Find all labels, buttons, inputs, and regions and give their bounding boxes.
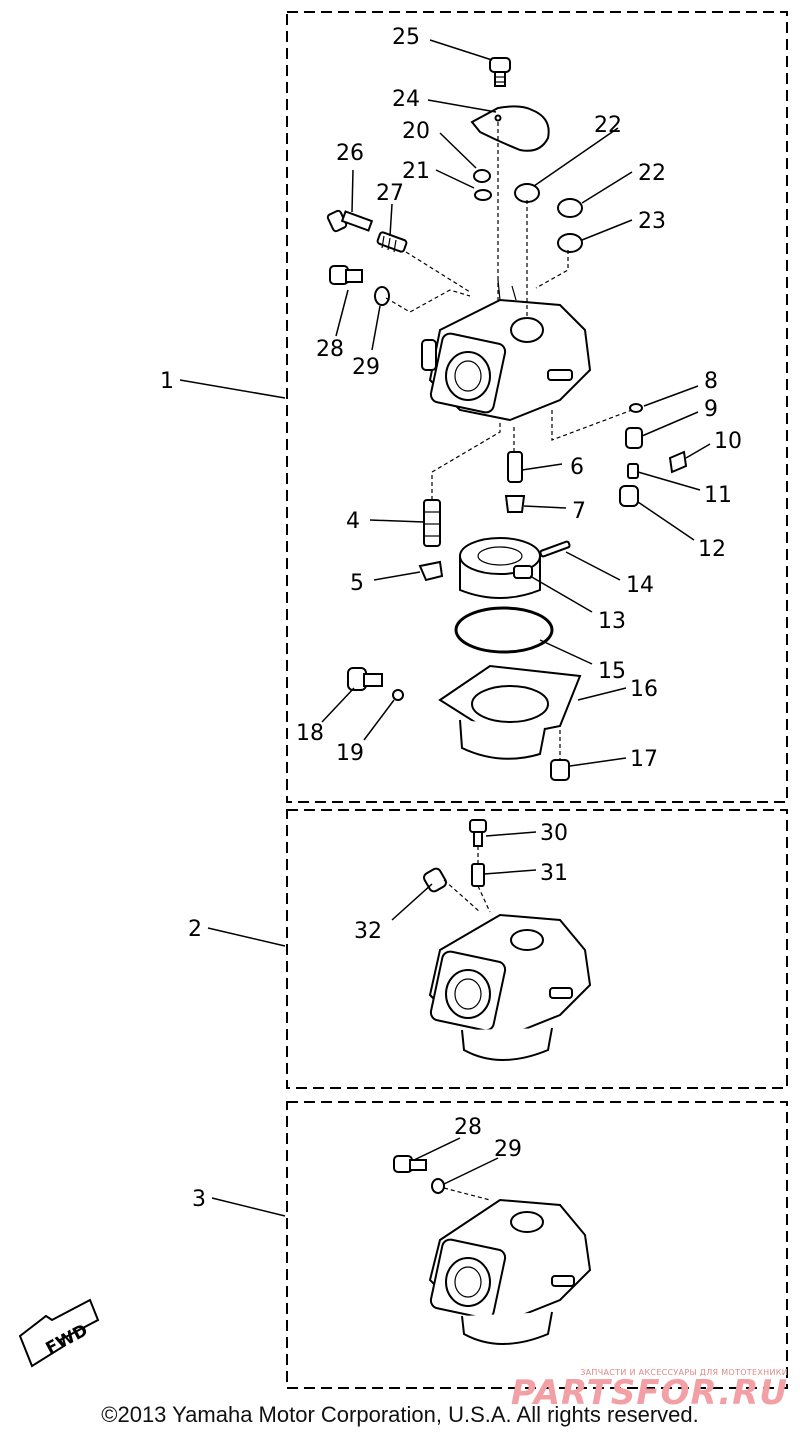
callout-23: 23 [638,209,666,234]
group-box-1 [286,11,788,803]
callout-24: 24 [392,87,420,112]
part-4-emulsion [423,499,441,547]
callout-31: 31 [540,861,568,886]
part-12-screw [619,485,639,507]
part-29-washer-b [431,1178,445,1194]
callout-29a: 29 [352,355,380,380]
part-16-float-chamber [438,664,582,760]
carburetor-body-2 [428,913,592,1061]
callout-1: 1 [160,369,174,394]
callout-7: 7 [572,499,586,524]
callout-25: 25 [392,25,420,50]
part-30-screw [469,819,487,847]
part-8-ring [629,403,643,413]
group-box-3 [286,1101,788,1389]
part-19-ring [392,689,404,701]
part-6-jet [507,451,523,483]
callout-18: 18 [296,721,324,746]
part-11-spring [627,463,639,479]
watermark-tagline: ЗАПЧАСТИ И АКСЕССУАРЫ ДЛЯ МОТОТЕХНИКИ [580,1368,788,1377]
part-24-plate [470,105,550,152]
callout-20: 20 [402,119,430,144]
part-27-spring [376,231,408,253]
callout-2: 2 [188,917,202,942]
leader-lines [179,39,711,1217]
part-26-screw [326,209,374,233]
part-14-pin [539,540,571,558]
callout-17: 17 [630,747,658,772]
part-28-screw-b [393,1155,427,1173]
callout-10: 10 [714,429,742,454]
callout-4: 4 [346,509,360,534]
callout-3: 3 [192,1187,206,1212]
part-31-spring [471,863,485,887]
callout-32: 32 [354,919,382,944]
fwd-arrow: FWD [18,1298,100,1368]
part-9-valve [625,427,643,449]
callouts: 1 2 3 4 5 6 7 8 9 10 11 12 13 14 15 16 1… [160,25,742,1212]
part-5-jet [418,560,444,582]
copyright-notice: ©2013 Yamaha Motor Corporation, U.S.A. A… [101,1402,699,1427]
callout-5: 5 [350,571,364,596]
part-17-screw [550,759,570,781]
callout-13: 13 [598,609,626,634]
part-22-plug-b [557,198,583,218]
part-29-washer [374,286,390,306]
callout-14: 14 [626,573,654,598]
callout-8: 8 [704,369,718,394]
callout-29b: 29 [494,1137,522,1162]
callout-28a: 28 [316,337,344,362]
callout-30: 30 [540,821,568,846]
watermark-brand: PARTSFOR.RU [510,1373,788,1413]
part-15-oring [454,606,554,654]
callout-26: 26 [336,141,364,166]
callout-19: 19 [336,741,364,766]
callout-21: 21 [402,159,430,184]
carburetor-body-3 [428,1198,592,1345]
part-21-seal [474,189,492,201]
part-7-jet [504,495,526,513]
callout-27: 27 [376,181,404,206]
callout-28b: 28 [454,1115,482,1140]
part-25-screw [489,57,511,87]
part-10-clip [668,450,688,474]
callout-16: 16 [630,677,658,702]
part-13-float [459,537,541,599]
callout-15: 15 [598,659,626,684]
callout-12: 12 [698,537,726,562]
part-28-screw [329,265,363,285]
part-23-plug [557,233,583,253]
part-20-cap [473,169,491,183]
callout-22b: 22 [638,161,666,186]
carburetor-body-1 [421,279,592,422]
callout-11: 11 [704,483,732,508]
callout-9: 9 [704,397,718,422]
part-22-plug-a [514,183,540,203]
callout-6: 6 [570,455,584,480]
group-box-2 [286,809,788,1089]
part-18-screw [347,667,383,691]
callout-22a: 22 [594,113,622,138]
